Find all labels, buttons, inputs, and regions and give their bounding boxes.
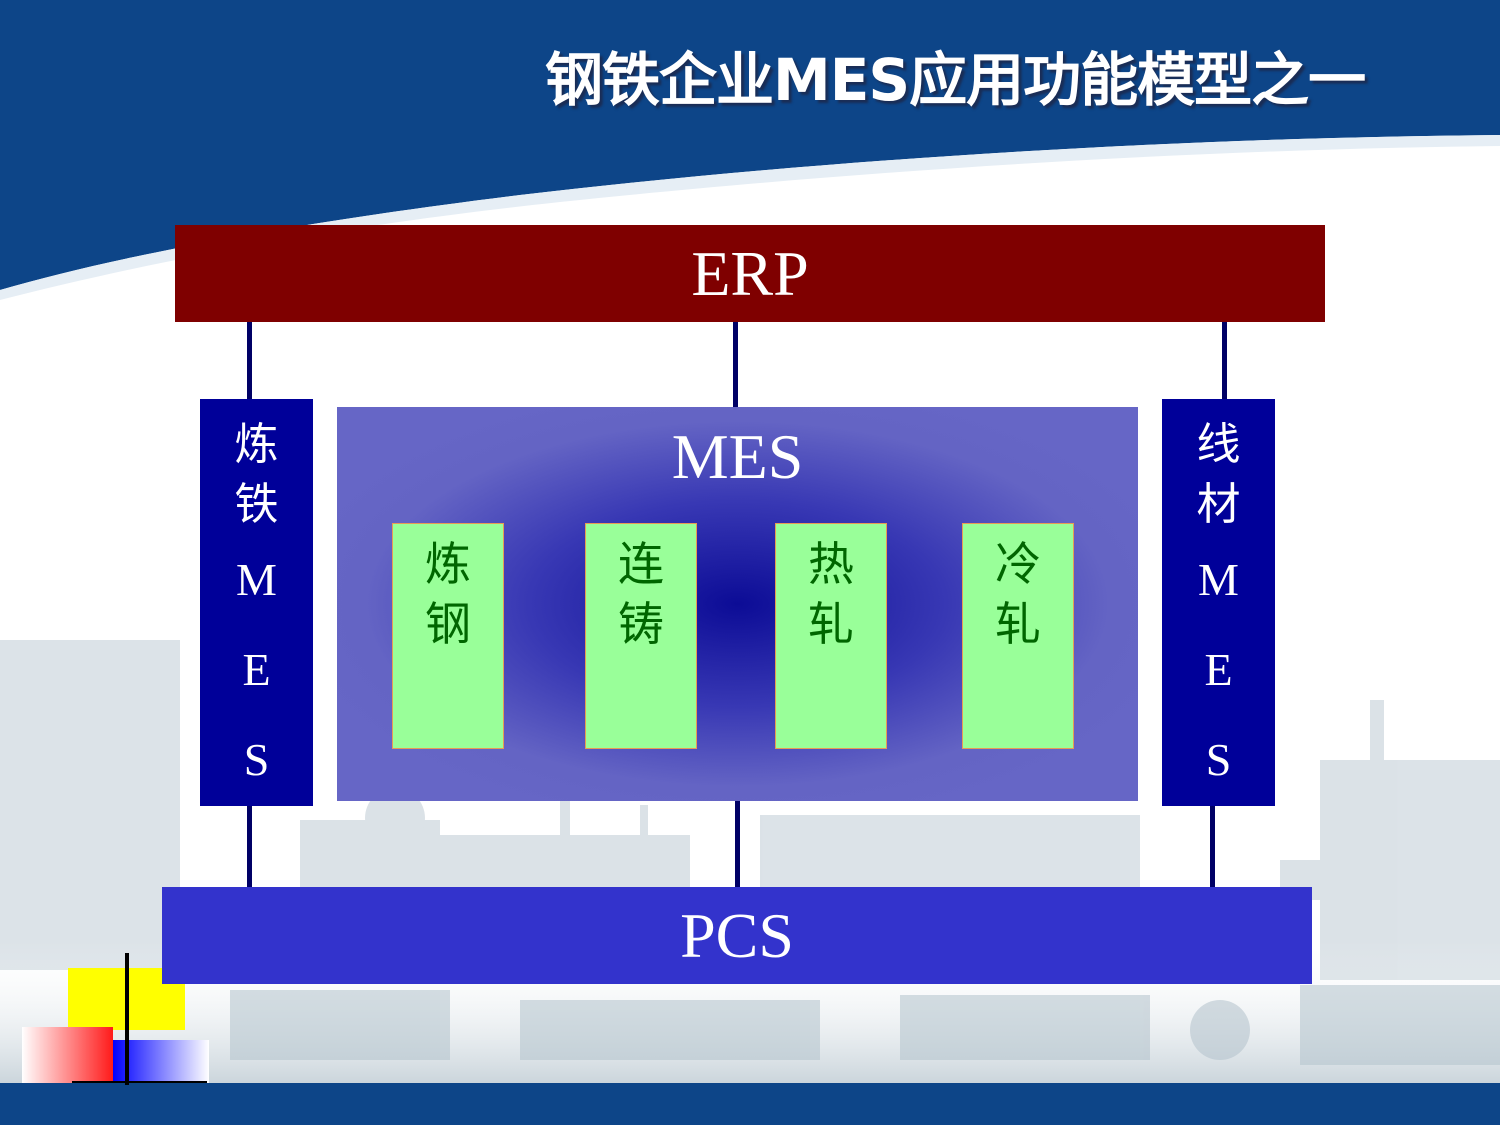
wire-rod-char-1: 线 (1196, 419, 1241, 470)
wire-rod-letter-e: E (1204, 644, 1233, 695)
ironmaking-letter-m: M (236, 554, 277, 605)
connector-erp-left-mes (247, 322, 252, 399)
module-char-2: 钢 (425, 597, 471, 651)
mes-center-label: MES (671, 421, 804, 492)
erp-label: ERP (691, 238, 809, 309)
module-continuous-casting: 连 铸 (585, 523, 697, 749)
wire-rod-letter-m: M (1198, 554, 1239, 605)
erp-box: ERP (175, 225, 1325, 322)
wire-rod-letter-s: S (1205, 734, 1232, 785)
page-title: 钢铁企业MES应用功能模型之一 (545, 46, 1366, 114)
connector-left-mes-pcs (247, 806, 252, 887)
ironmaking-mes-box: 炼 铁 M E S (200, 399, 313, 806)
ironmaking-letter-s: S (243, 734, 270, 785)
module-char-2: 轧 (995, 597, 1041, 651)
module-hot-rolling: 热 轧 (775, 523, 887, 749)
module-char-1: 连 (618, 537, 664, 591)
ironmaking-letter-e: E (242, 644, 271, 695)
module-char-1: 热 (808, 537, 854, 591)
pcs-box: PCS (162, 887, 1312, 984)
connector-right-mes-pcs (1210, 806, 1215, 887)
ironmaking-char-2: 铁 (234, 479, 279, 530)
module-char-2: 铸 (618, 597, 664, 651)
connector-erp-right-mes (1222, 322, 1227, 399)
module-cold-rolling: 冷 轧 (962, 523, 1074, 749)
deco-blue-block (113, 1040, 209, 1083)
deco-horizontal-rule (72, 1081, 207, 1083)
wire-rod-char-2: 材 (1196, 479, 1241, 530)
wire-rod-mes-box: 线 材 M E S (1162, 399, 1275, 806)
module-steelmaking: 炼 钢 (392, 523, 504, 749)
deco-red-block (22, 1027, 113, 1083)
connector-center-mes-pcs (735, 801, 740, 887)
connector-erp-center-mes (733, 322, 738, 407)
deco-vertical-rule (125, 953, 129, 1085)
module-char-1: 炼 (425, 537, 471, 591)
ironmaking-char-1: 炼 (234, 419, 279, 470)
module-char-2: 轧 (808, 597, 854, 651)
module-char-1: 冷 (995, 537, 1041, 591)
pcs-label: PCS (680, 900, 794, 971)
